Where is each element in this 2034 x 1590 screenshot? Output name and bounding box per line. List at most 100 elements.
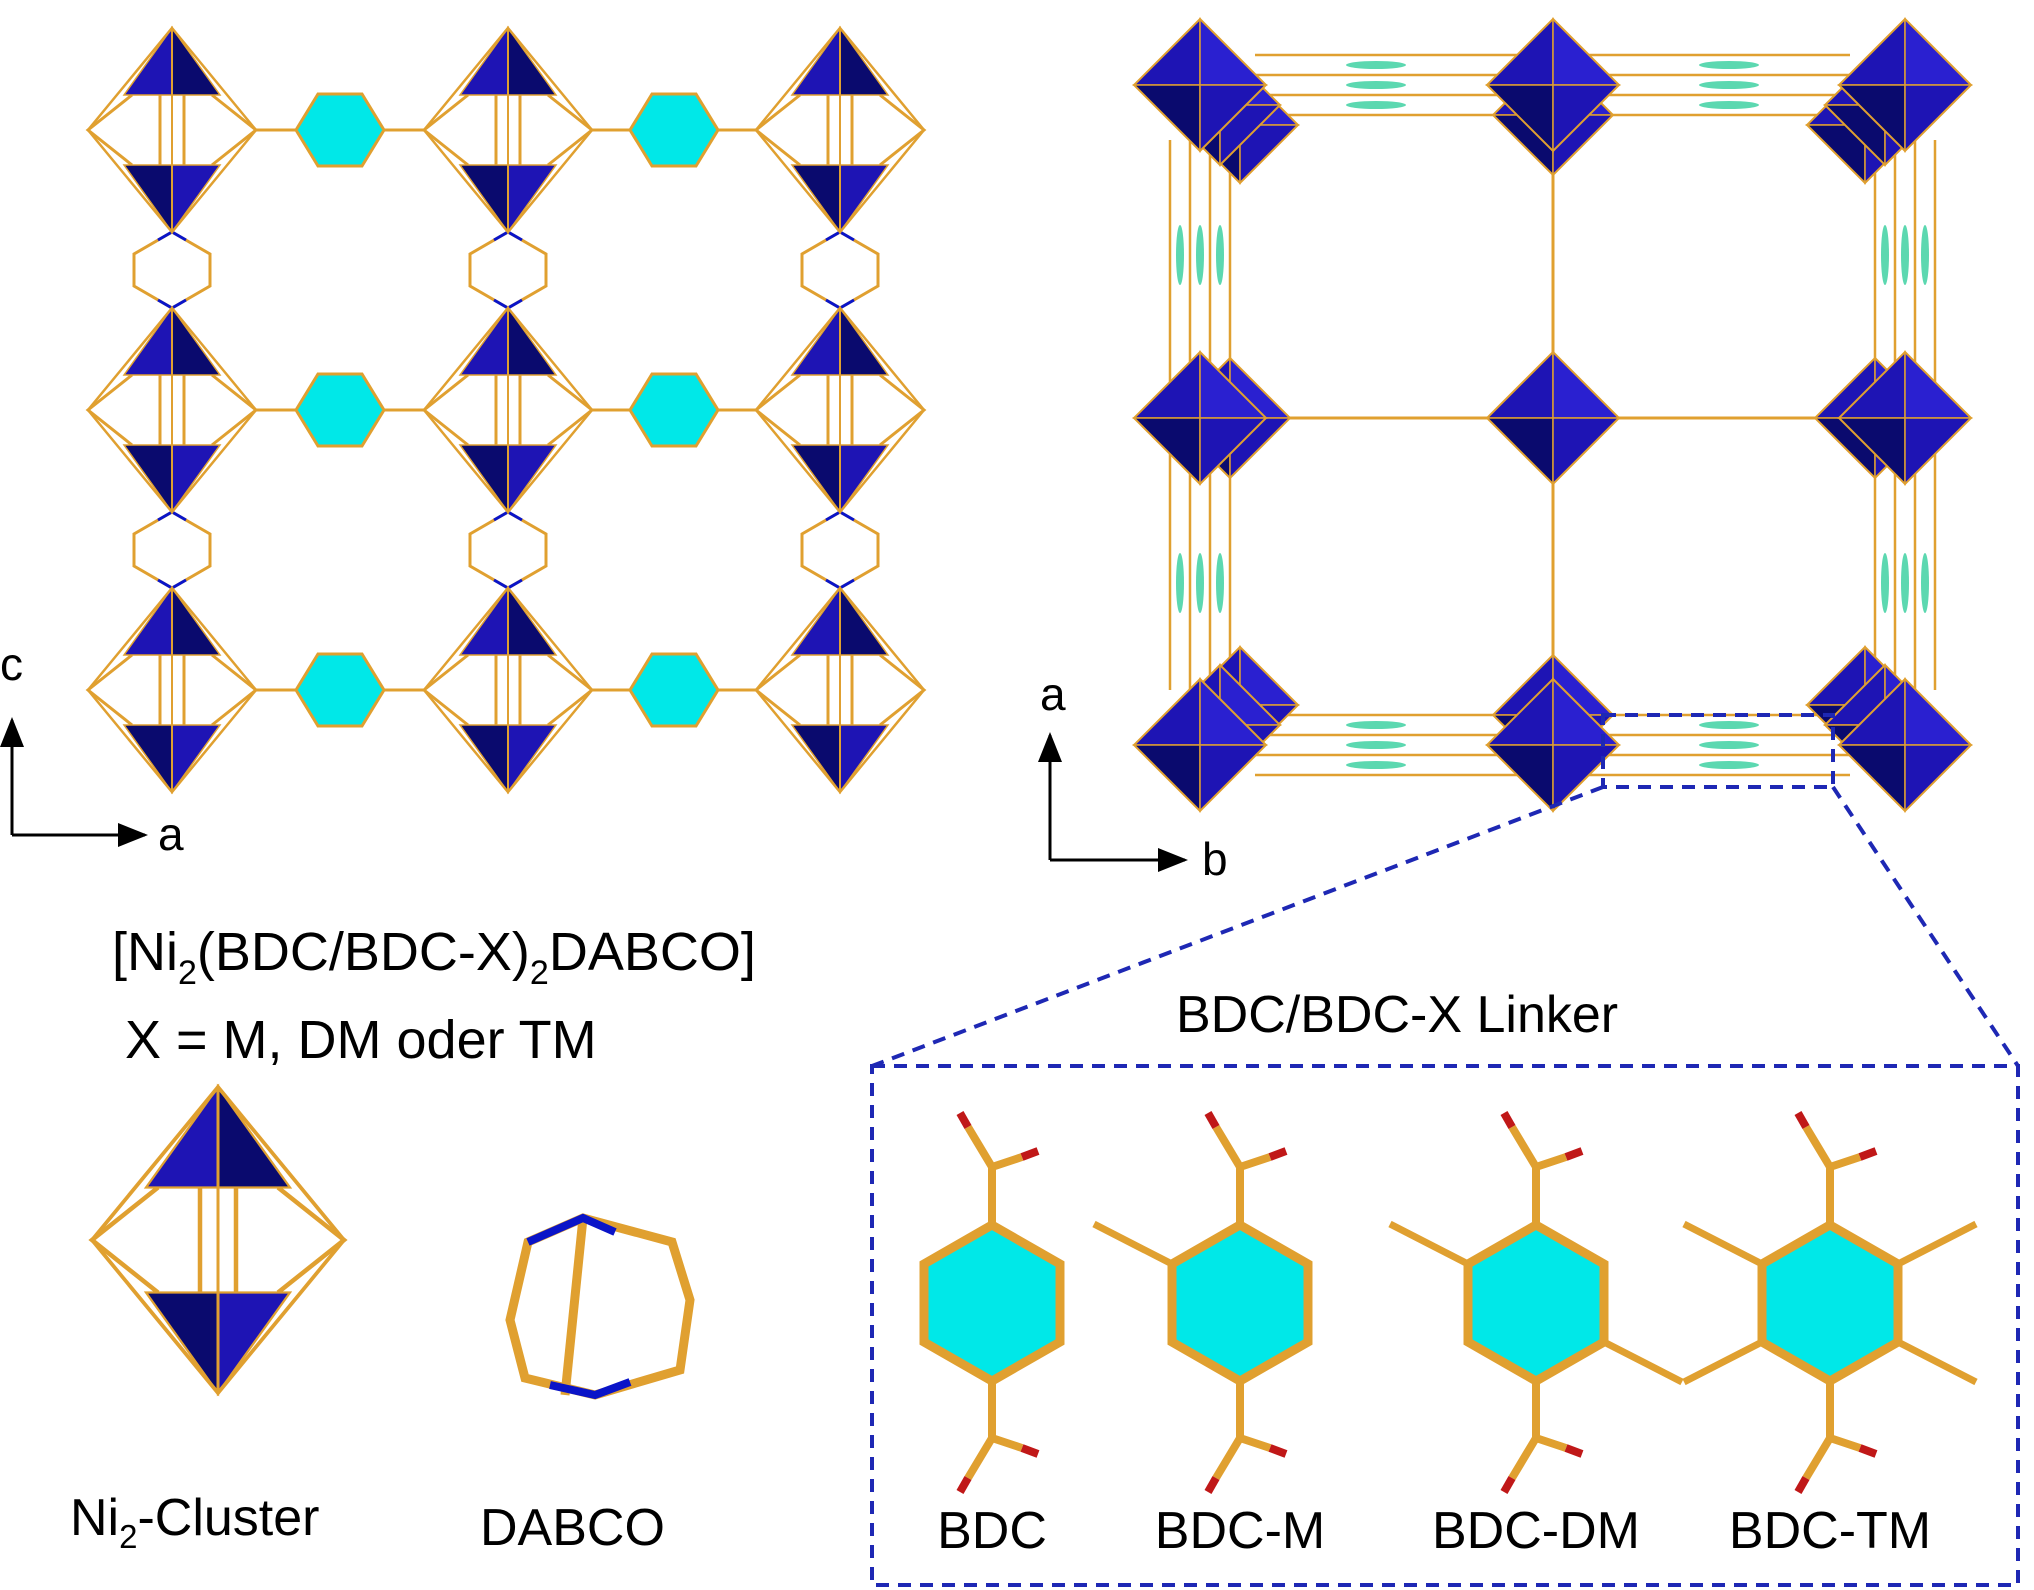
ni-octahedron [1485, 17, 1621, 153]
cluster-bond [211, 653, 259, 727]
cluster-bond [421, 373, 469, 447]
carboxyl-group [1212, 1433, 1272, 1481]
cluster-bond [547, 653, 595, 727]
cluster-bond [879, 653, 927, 727]
zoom-line-right [1831, 785, 2020, 1068]
bdc-ring [294, 92, 386, 168]
axis-indicator-a-b: a b [1038, 668, 1228, 885]
linker-bdc-dm [1388, 1111, 1684, 1494]
cluster-bond [85, 653, 133, 727]
linker-ring-edge [1699, 61, 1759, 69]
methyl-group [1092, 1220, 1174, 1268]
x-definition: X = M, DM oder TM [125, 1010, 597, 1070]
linker-ring-edge [1699, 101, 1759, 109]
cluster-bond [85, 373, 133, 447]
octahedron-edge [1132, 350, 1268, 486]
linker-box [870, 1064, 2020, 1587]
carboxyl-group [1212, 1124, 1272, 1172]
formula-sub-2: 2 [530, 954, 549, 992]
benzene-ring [919, 1219, 1065, 1387]
dabco-label: DABCO [480, 1499, 665, 1557]
axis-indicator-c-a: c a [0, 638, 184, 860]
linker-box-title: BDC/BDC-X Linker [1176, 986, 1618, 1044]
carboxyl-group [964, 1433, 1024, 1481]
octahedron-edge [1485, 677, 1621, 813]
oxygen-atom [1020, 1444, 1040, 1458]
ni-octahedron [1837, 350, 1973, 486]
ni2-cluster [85, 585, 259, 795]
cluster-bond [547, 373, 595, 447]
linker-label-bdc: BDC [937, 1502, 1047, 1560]
carboxyl-group [1802, 1433, 1862, 1481]
octahedron-edge [1132, 677, 1268, 813]
oxygen-atom [956, 1111, 972, 1129]
benzene-ring [1757, 1219, 1903, 1387]
oxygen-atom [1020, 1147, 1040, 1161]
linker-bdc [919, 1111, 1065, 1494]
formula-sub-1: 2 [178, 954, 197, 992]
linker-ring-edge [1699, 741, 1759, 749]
bdc-ring [628, 652, 720, 728]
ni2-cluster [753, 25, 927, 235]
oxygen-atom [1858, 1444, 1878, 1458]
formula-suffix: DABCO] [549, 922, 756, 982]
linker-label-bdc-tm: BDC-TM [1729, 1502, 1931, 1560]
linker-ring-edge [1346, 761, 1406, 769]
zoom-source-rect [1601, 713, 1835, 789]
dabco-bond [468, 230, 548, 310]
linker-bdc-tm [1682, 1111, 1978, 1494]
oxygen-atom [1204, 1111, 1220, 1129]
oxygen-atom [1564, 1147, 1584, 1161]
methyl-group [1602, 1338, 1684, 1386]
structure-view-a-b [1132, 17, 1973, 813]
linker-ring-edge [1196, 553, 1204, 613]
formula-middle: (BDC/BDC-X) [197, 922, 530, 982]
linker-label-bdc-m: BDC-M [1155, 1502, 1325, 1560]
ni-octahedron [1485, 677, 1621, 813]
dabco-model [505, 1213, 695, 1400]
oxygen-atom [1268, 1444, 1288, 1458]
methyl-group [1682, 1220, 1764, 1268]
linker-ring-edge [1196, 225, 1204, 285]
linker-bdc-m [1092, 1111, 1313, 1494]
oxygen-atom [1268, 1147, 1288, 1161]
axis-label-b: b [1202, 833, 1228, 885]
ni2-cluster [753, 305, 927, 515]
ni2-cluster-large [88, 1083, 348, 1397]
ni2-cluster [85, 25, 259, 235]
carboxyl-group [1508, 1124, 1568, 1172]
ni2-cluster [421, 305, 595, 515]
linker-ring-edge [1881, 553, 1889, 613]
linker-ring-edge [1881, 225, 1889, 285]
cluster-bond [753, 653, 801, 727]
cluster-bond [421, 653, 469, 727]
cluster-bond [879, 93, 927, 167]
linker-ring-edge [1699, 721, 1759, 729]
octahedron-edge [1132, 17, 1268, 153]
carboxyl-group [964, 1124, 1024, 1172]
linker-ring-edge [1699, 81, 1759, 89]
ni2-cluster-model [88, 1083, 348, 1397]
linker-ring-edge [1346, 101, 1406, 109]
methyl-group [1682, 1338, 1764, 1386]
bdc-ring [294, 372, 386, 448]
ni-octahedron [1837, 17, 1973, 153]
bdc-ring [628, 372, 720, 448]
ni2-cluster [421, 585, 595, 795]
ni2-cluster [85, 305, 259, 515]
ni2-cluster [753, 585, 927, 795]
cluster-bond [211, 93, 259, 167]
dabco-bond [468, 510, 548, 590]
ni-octahedron [1485, 350, 1621, 486]
linker-ring-edge [1699, 761, 1759, 769]
oxygen-atom [1500, 1476, 1516, 1494]
octahedron-edge [1485, 350, 1621, 486]
cluster-bond [879, 373, 927, 447]
octahedron-edge [1485, 17, 1621, 153]
oxygen-atom [1204, 1476, 1220, 1494]
formula: [Ni2(BDC/BDC-X)2DABCO] [112, 922, 756, 992]
linker-ring-edge [1176, 553, 1184, 613]
oxygen-atom [1564, 1444, 1584, 1458]
dabco-bond [132, 510, 212, 590]
